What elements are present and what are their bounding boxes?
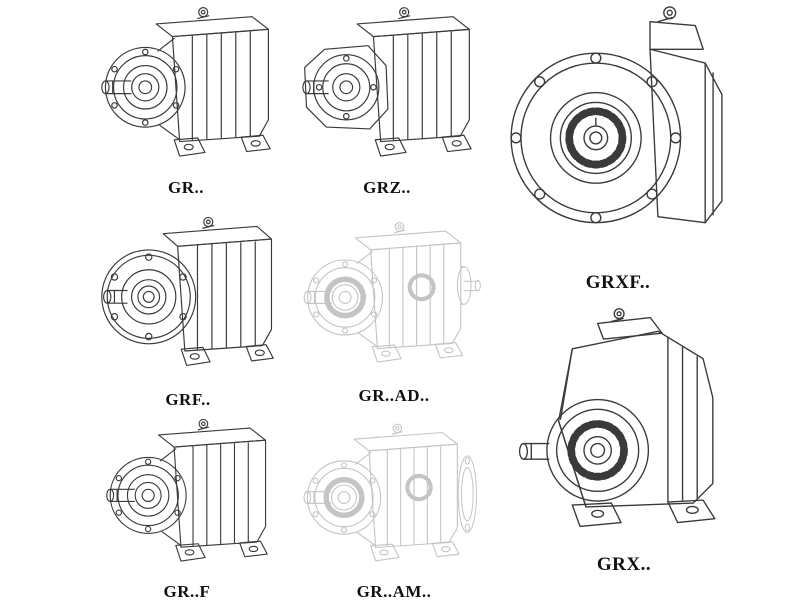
catalog-cell-grf2: GR..F [88,416,286,600]
gearbox-drawing-grx [500,302,748,546]
catalog-cell-grx: GRX.. [500,302,748,576]
gearbox-drawing-grxf [502,0,734,266]
gearbox-drawing-grf2 [88,416,286,580]
catalog-cell-grxf: GRXF.. [502,0,734,294]
gearbox-drawing-grf [88,212,288,388]
gearbox-drawing-grad [294,216,494,384]
gearbox-label-grad: GR..AD.. [358,386,430,405]
gearbox-label-grx: GRX.. [596,554,652,575]
gearbox-label-gram: GR..AM.. [356,582,432,600]
catalog-cell-grad: GR..AD.. [294,216,494,406]
gearbox-label-grxf: GRXF.. [585,272,651,293]
gearbox-label-gr: GR.. [168,178,204,197]
gearbox-label-grz: GRZ.. [363,178,411,197]
catalog-cell-grz: GRZ.. [292,4,482,198]
catalog-cell-gr: GR.. [88,4,284,198]
gearbox-drawing-grz [292,4,482,176]
gearbox-label-grf2: GR..F [163,582,211,600]
gearbox-label-grf: GRF.. [165,390,211,409]
gearbox-drawing-gram [294,420,494,580]
catalog-cell-gram: GR..AM.. [294,420,494,600]
gearbox-drawing-gr [88,4,284,176]
catalog-cell-grf: GRF.. [88,212,288,410]
